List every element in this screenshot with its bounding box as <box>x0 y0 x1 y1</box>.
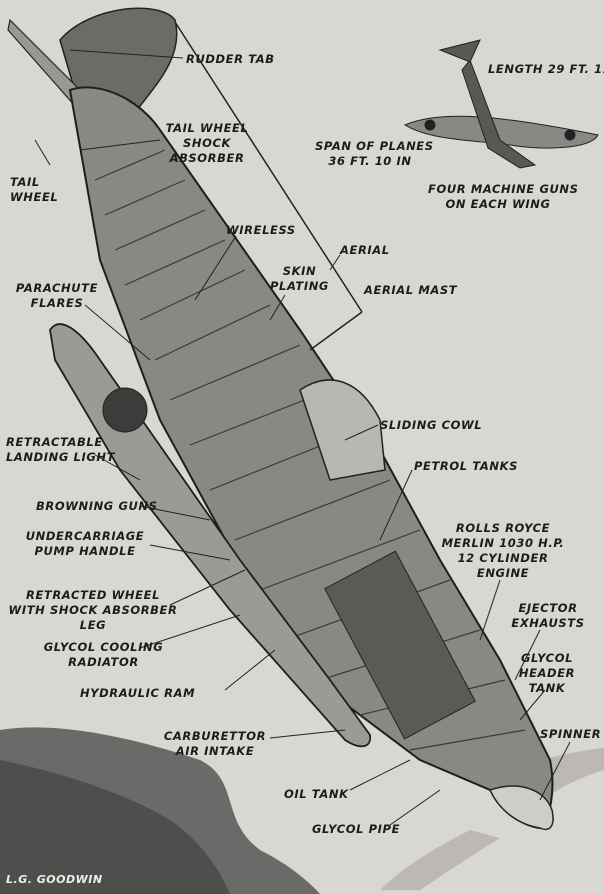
label-line: PARACHUTE <box>15 281 99 295</box>
label-aerial: AERIAL <box>340 243 390 257</box>
label-radiator: GLYCOL COOLING RADIATOR <box>36 640 171 670</box>
label-line: 36 FT. 10 IN <box>328 154 412 168</box>
label-sliding-cowl: SLIDING COWL <box>380 418 483 432</box>
label-parachute-flares: PARACHUTE FLARES <box>12 281 102 311</box>
label-line: RETRACTED WHEEL <box>26 588 160 602</box>
label-hydraulic-ram: HYDRAULIC RAM <box>80 686 196 700</box>
label-line: LEG <box>79 618 107 632</box>
label-line: TAIL WHEEL <box>165 121 249 135</box>
label-line: ENGINE <box>476 566 530 580</box>
label-petrol-tanks: PETROL TANKS <box>414 459 518 473</box>
label-line: MERLIN 1030 H.P. <box>441 536 565 550</box>
label-retracted-wheel: RETRACTED WHEEL WITH SHOCK ABSORBER LEG <box>8 588 178 633</box>
small-plane-silhouette <box>403 39 599 169</box>
label-line: FOUR MACHINE GUNS <box>428 182 579 196</box>
label-line: WHEEL <box>10 190 59 204</box>
label-rudder-tab: RUDDER TAB <box>186 52 275 66</box>
label-line: TAIL <box>10 175 40 189</box>
label-line: SPAN OF PLANES <box>315 139 434 153</box>
label-line: EXHAUSTS <box>511 616 585 630</box>
label-line: GLYCOL COOLING <box>43 640 164 654</box>
label-line: PUMP HANDLE <box>34 544 136 558</box>
label-line: SHOCK <box>182 136 232 150</box>
label-line: FLARES <box>30 296 84 310</box>
label-header-tank: GLYCOL HEADER TANK <box>512 651 582 696</box>
canopy <box>299 379 386 481</box>
label-aerial-mast: AERIAL MAST <box>364 283 458 297</box>
coastline <box>0 760 230 894</box>
label-line: AIR INTAKE <box>175 744 255 758</box>
label-line: CARBURETTOR <box>163 729 267 743</box>
roundel <box>102 387 148 433</box>
label-tail-wheel-shock-absorber: TAIL WHEEL SHOCK ABSORBER <box>162 121 252 166</box>
label-line: HEADER <box>518 666 576 680</box>
label-line: ABSORBER <box>169 151 245 165</box>
label-line: EJECTOR <box>518 601 578 615</box>
leader-lines <box>34 49 571 826</box>
label-line: 12 CYLINDER <box>457 551 549 565</box>
label-line: UNDERCARRIAGE <box>25 529 145 543</box>
label-line: WITH SHOCK ABSORBER <box>8 603 178 617</box>
label-line: RADIATOR <box>68 655 139 669</box>
label-line: TANK <box>528 681 566 695</box>
label-engine: ROLLS ROYCE MERLIN 1030 H.P. 12 CYLINDER… <box>438 521 568 581</box>
label-glycol-pipe: GLYCOL PIPE <box>312 822 401 836</box>
label-skin-plating: SKIN PLATING <box>262 264 337 294</box>
label-oil-tank: OIL TANK <box>284 787 349 801</box>
label-browning-guns: BROWNING GUNS <box>36 499 158 513</box>
label-line: SKIN <box>282 264 317 278</box>
label-machine-guns: FOUR MACHINE GUNS ON EACH WING <box>428 182 579 212</box>
label-air-intake: CARBURETTOR AIR INTAKE <box>160 729 270 759</box>
label-ejector-exhausts: EJECTOR EXHAUSTS <box>508 601 588 631</box>
aerial-mast <box>309 311 363 351</box>
label-line: PLATING <box>270 279 329 293</box>
engine-block <box>324 550 476 740</box>
label-landing-light: RETRACTABLE LANDING LIGHT <box>6 435 115 465</box>
label-span: SPAN OF PLANES 36 FT. 10 IN <box>315 139 434 169</box>
spinner <box>488 785 554 831</box>
artist-signature: L.G. GOODWIN <box>6 873 103 886</box>
label-tail-wheel: TAIL WHEEL <box>10 175 58 205</box>
label-line: RETRACTABLE <box>6 435 103 449</box>
label-line: GLYCOL <box>520 651 574 665</box>
label-wireless: WIRELESS <box>226 223 296 237</box>
label-line: ROLLS ROYCE <box>455 521 551 535</box>
label-spinner: SPINNER <box>540 727 602 741</box>
label-length: LENGTH 29 FT. 11 IN <box>488 62 604 76</box>
aerial-wire <box>174 21 363 313</box>
label-line: ON EACH WING <box>445 197 551 211</box>
label-pump-handle: UNDERCARRIAGE PUMP HANDLE <box>20 529 150 559</box>
label-line: LANDING LIGHT <box>6 450 116 464</box>
